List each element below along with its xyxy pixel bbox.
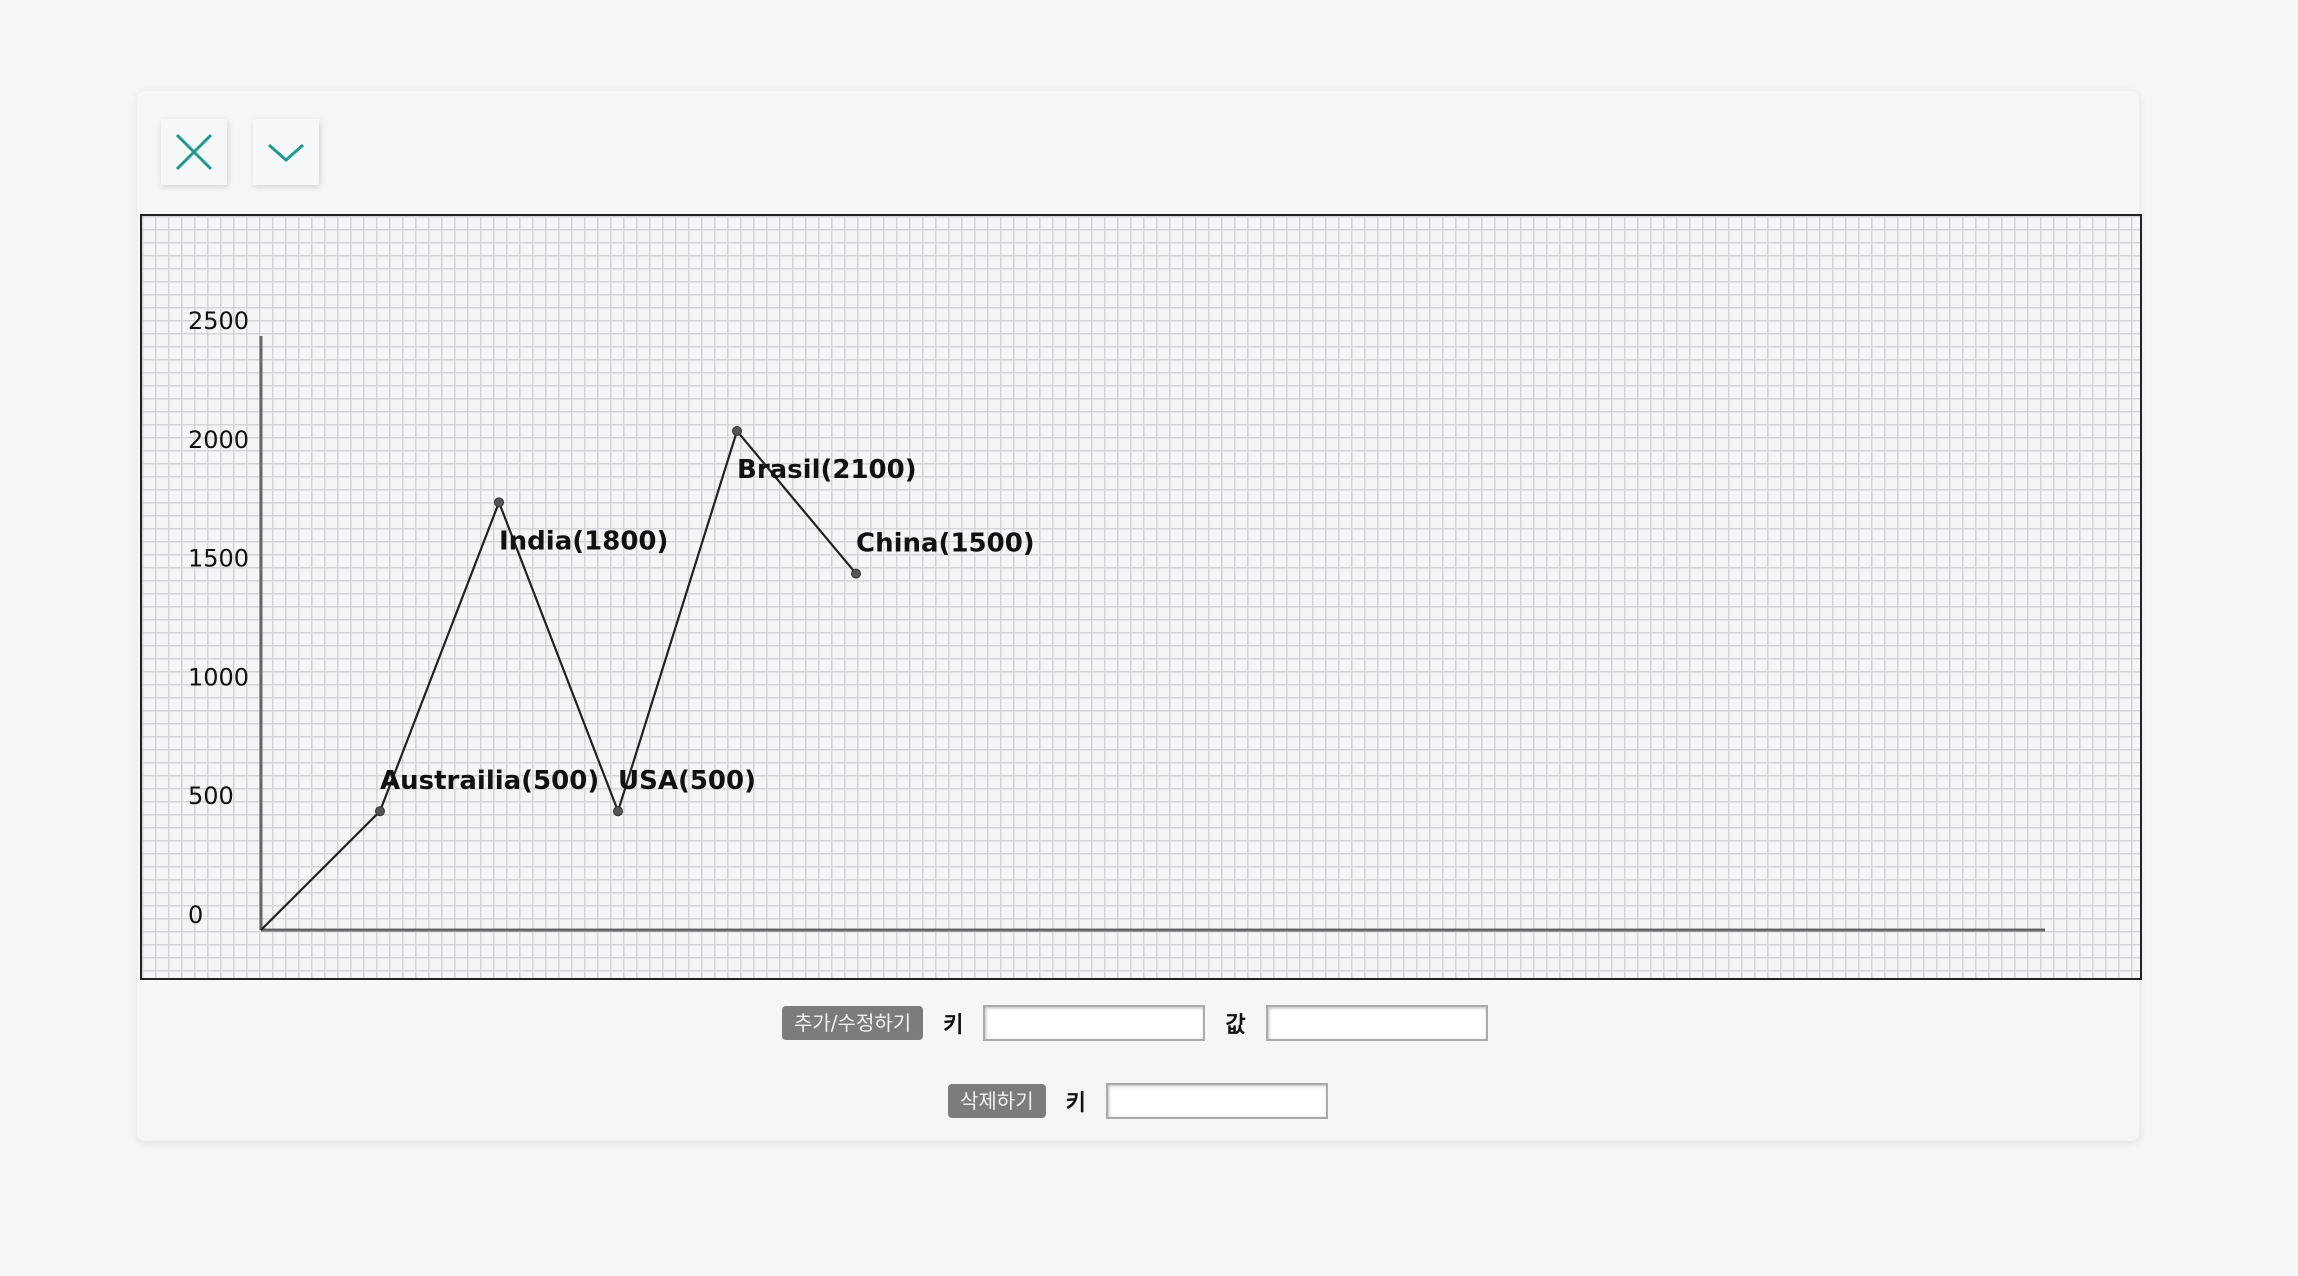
y-tick-label: 2000 xyxy=(188,426,249,454)
y-tick-label: 1000 xyxy=(188,663,249,691)
data-label: Brasil(2100) xyxy=(737,455,917,485)
data-point-austrailia xyxy=(375,806,385,817)
y-tick-label: 1500 xyxy=(188,545,249,573)
y-tick-label: 2500 xyxy=(188,307,249,335)
data-point-usa xyxy=(613,806,623,817)
data-label: USA(500) xyxy=(618,766,756,796)
key-label: 키 xyxy=(943,1013,964,1038)
delete-key-label: 키 xyxy=(1065,1091,1086,1116)
data-point-brasil xyxy=(732,426,742,437)
delete-button[interactable]: 삭제하기 xyxy=(948,1084,1046,1118)
value-label: 값 xyxy=(1225,1013,1246,1038)
chart-svg: 0 500 1000 1500 2000 2500 Austrailia(500) Indi… xyxy=(188,307,2045,932)
y-tick-label: 500 xyxy=(188,782,234,810)
close-icon xyxy=(175,133,213,171)
add-edit-button[interactable]: 추가/수정하기 xyxy=(782,1006,924,1040)
data-point-india xyxy=(494,497,504,508)
delete-key-input[interactable] xyxy=(1105,1083,1328,1119)
collapse-button[interactable] xyxy=(253,119,319,185)
line-chart: 0 500 1000 1500 2000 2500 Austrailia(500) Indi… xyxy=(140,214,2142,980)
add-edit-row: 추가/수정하기 키 값 xyxy=(782,1005,1488,1041)
data-label: Austrailia(500) xyxy=(380,766,599,796)
chart-panel: 0 500 1000 1500 2000 2500 Austrailia(500) Indi… xyxy=(137,91,2142,1141)
value-input[interactable] xyxy=(1265,1005,1488,1041)
data-label: India(1800) xyxy=(499,526,668,556)
series-line xyxy=(260,428,857,931)
delete-row: 삭제하기 키 xyxy=(948,1083,1328,1119)
data-point-china xyxy=(851,568,861,579)
data-label: China(1500) xyxy=(856,529,1035,559)
chevron-down-icon xyxy=(268,143,304,163)
y-tick-label: 0 xyxy=(188,901,203,929)
close-button[interactable] xyxy=(161,119,227,185)
key-input[interactable] xyxy=(983,1005,1206,1041)
